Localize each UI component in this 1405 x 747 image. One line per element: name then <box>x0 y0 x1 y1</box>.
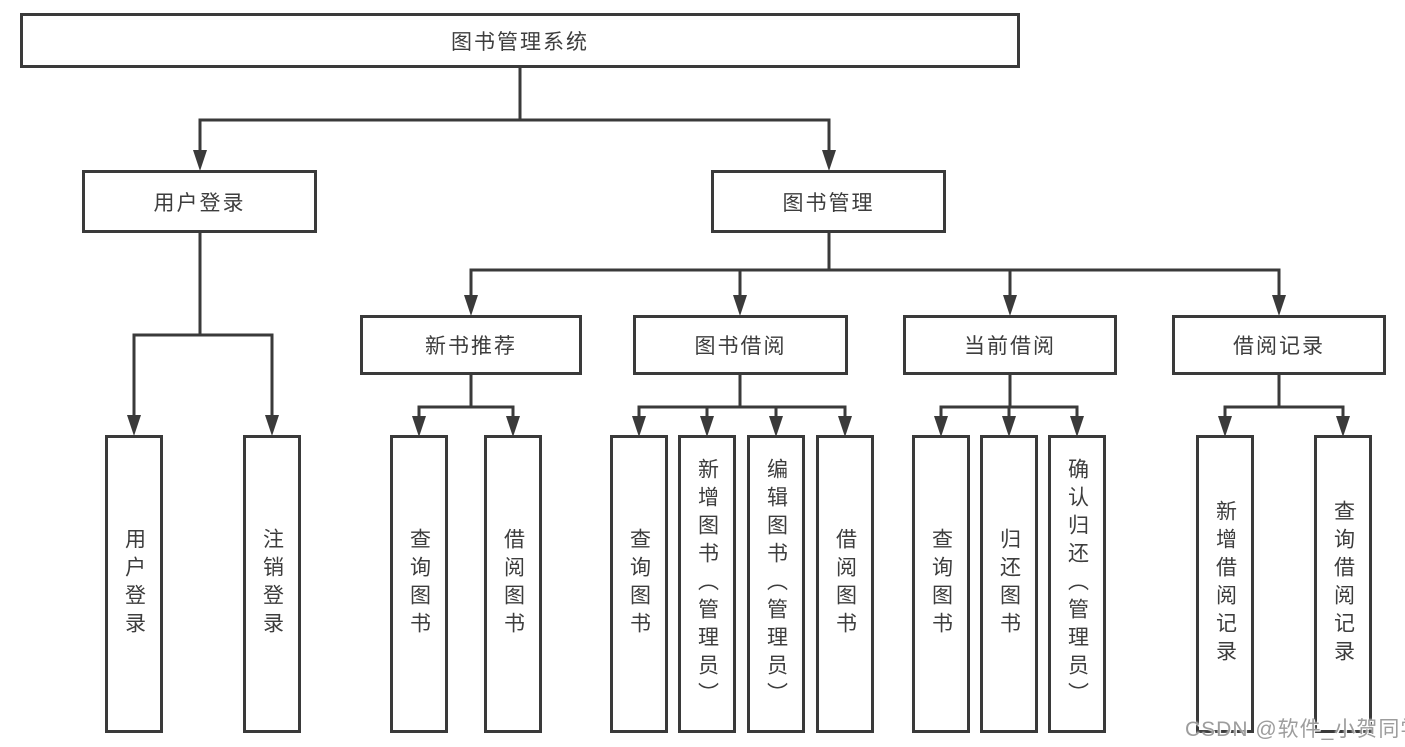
node-book-management: 图书管理 <box>711 170 946 233</box>
node-root: 图书管理系统 <box>20 13 1020 68</box>
connector-root-to-level2 <box>193 66 836 171</box>
leaf-add-book-admin: 新增图书（管理员） <box>678 435 736 733</box>
leaf-edit-book-admin: 编辑图书（管理员） <box>747 435 805 733</box>
leaf-user-login: 用户登录 <box>105 435 163 733</box>
connector-user-login-to-leaves <box>127 231 279 436</box>
watermark: CSDN @软件_小贺同学 <box>1185 718 1405 741</box>
leaf-query-books-borrow: 查询图书 <box>610 435 668 733</box>
connector-current-borrow-to-leaves <box>934 373 1084 437</box>
node-current-borrow: 当前借阅 <box>903 315 1117 375</box>
leaf-query-books-recommend: 查询图书 <box>390 435 448 733</box>
node-borrow-records: 借阅记录 <box>1172 315 1386 375</box>
leaf-add-borrow-record: 新增借阅记录 <box>1196 435 1254 733</box>
leaf-logout: 注销登录 <box>243 435 301 733</box>
connector-borrow-records-to-leaves <box>1218 373 1350 437</box>
leaf-query-borrow-record: 查询借阅记录 <box>1314 435 1372 733</box>
connector-new-book-recommend-to-leaves <box>412 373 520 437</box>
node-new-book-recommend: 新书推荐 <box>360 315 582 375</box>
leaf-confirm-return-admin: 确认归还（管理员） <box>1048 435 1106 733</box>
node-book-borrow: 图书借阅 <box>633 315 848 375</box>
connector-book-management-to-level3 <box>464 231 1286 316</box>
leaf-borrow-books-recommend: 借阅图书 <box>484 435 542 733</box>
leaf-borrow-books: 借阅图书 <box>816 435 874 733</box>
node-user-login: 用户登录 <box>82 170 317 233</box>
leaf-query-books-current: 查询图书 <box>912 435 970 733</box>
connector-book-borrow-to-leaves <box>632 373 852 437</box>
leaf-return-books: 归还图书 <box>980 435 1038 733</box>
